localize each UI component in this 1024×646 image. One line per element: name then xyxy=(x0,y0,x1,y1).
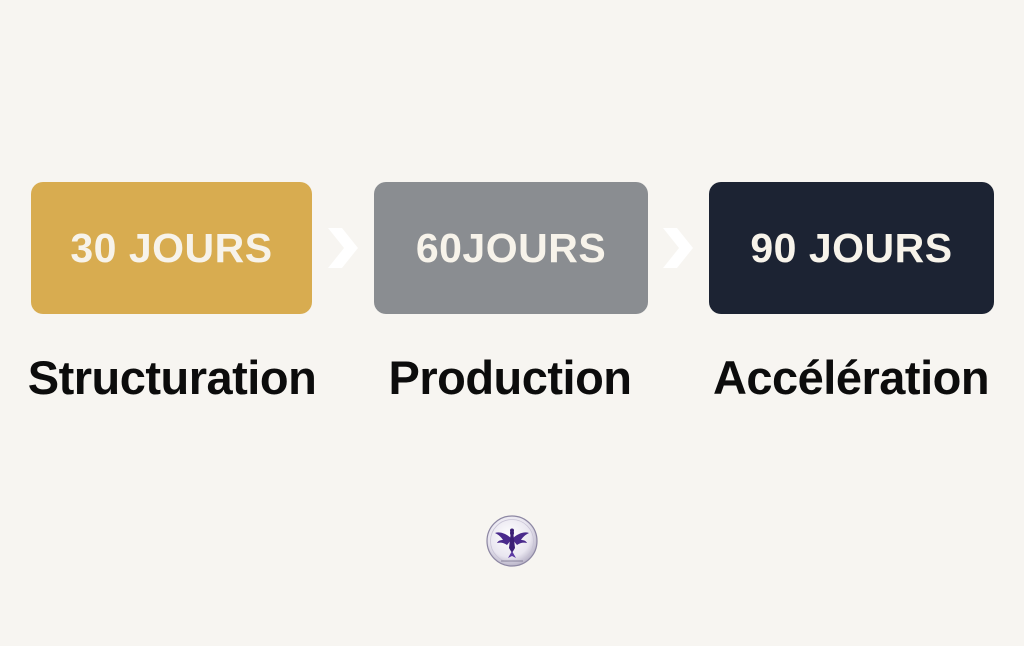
stage-label-production: Production xyxy=(388,350,632,404)
stage-box-30-days: 30 JOURS xyxy=(31,182,312,314)
phoenix-logo-icon xyxy=(486,515,538,567)
stage-title: 30 JOURS xyxy=(70,224,273,271)
stage-label-acceleration: Accélération xyxy=(712,350,990,404)
stage-label-structuration: Structuration xyxy=(27,350,317,404)
chevron-right-icon xyxy=(328,228,358,268)
stage-title: 90 JOURS xyxy=(750,224,953,271)
stage-title: 60JOURS xyxy=(415,224,607,271)
chevron-right-icon xyxy=(663,228,693,268)
stage-box-60-days: 60JOURS xyxy=(374,182,648,314)
stage-box-90-days: 90 JOURS xyxy=(709,182,994,314)
